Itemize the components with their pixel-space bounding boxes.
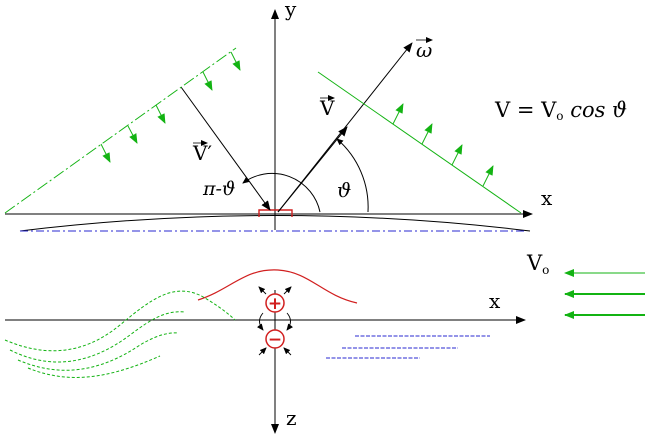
v-prime-label: V′ xyxy=(192,141,212,165)
angle-arc-pi-minus-theta xyxy=(242,172,321,213)
green-wave-curves xyxy=(4,290,236,378)
z-axis-label: z xyxy=(286,406,297,430)
svg-text:+: + xyxy=(268,294,282,314)
theta-label: ϑ xyxy=(337,178,351,202)
blue-dashed-lines xyxy=(326,335,490,359)
y-axis-label: y xyxy=(284,0,297,21)
minus-charge: − xyxy=(265,329,285,350)
angle-arc-theta xyxy=(336,138,369,213)
red-bump-curve xyxy=(197,269,358,304)
formula-label: V = Vo cos ϑ xyxy=(494,98,627,123)
v-vector-arrowhead xyxy=(277,126,348,213)
v-vector-label: V xyxy=(319,96,335,120)
v0-label: Vo xyxy=(526,251,549,277)
plus-charge: + xyxy=(265,293,285,314)
charge-flow-arrows xyxy=(256,286,294,356)
hull-outline xyxy=(19,215,531,232)
svg-text:−: − xyxy=(268,330,282,350)
pi-minus-theta-label: π-ϑ xyxy=(202,178,236,200)
green-right-arrows xyxy=(392,103,494,187)
red-bracket xyxy=(258,209,293,217)
x-axis-top-label: x xyxy=(541,186,553,210)
green-left-slope xyxy=(4,47,237,214)
x-axis-bottom-label: x xyxy=(489,289,501,313)
v0-flow-arrows xyxy=(564,269,645,319)
omega-label: ω xyxy=(416,38,432,62)
v-prime-vector xyxy=(180,86,271,211)
green-left-arrows xyxy=(100,51,241,163)
green-right-slope xyxy=(317,71,522,214)
